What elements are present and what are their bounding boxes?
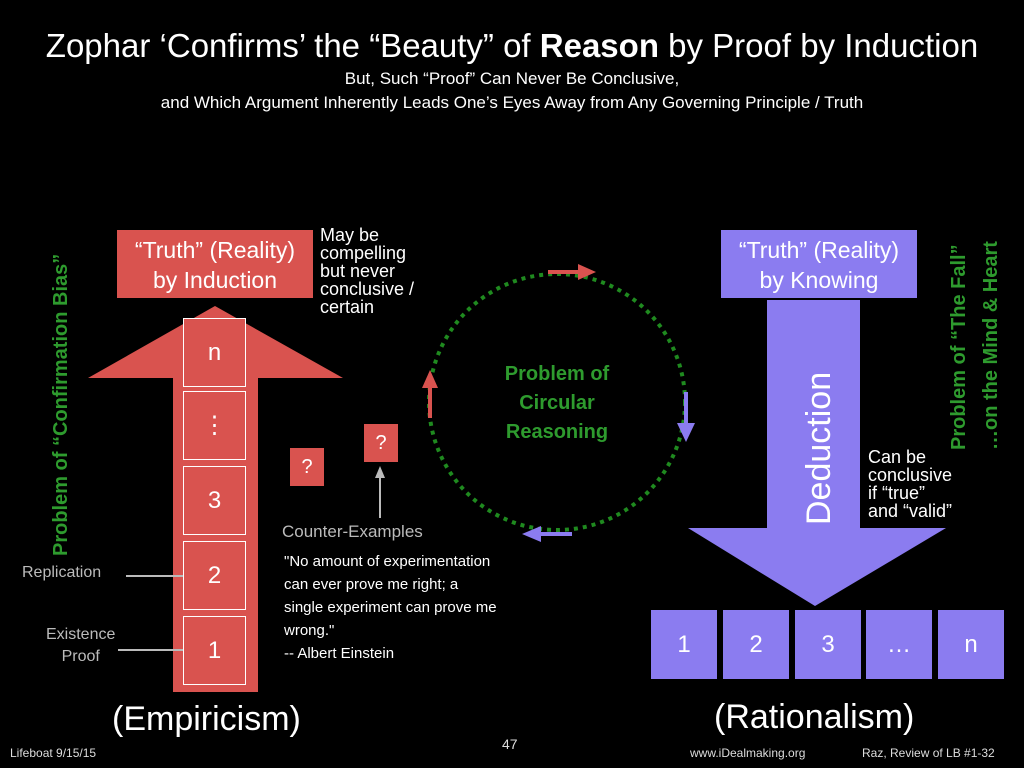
- confirmation-bias-label: Problem of “Confirmation Bias”: [50, 253, 72, 556]
- induction-step: 2: [183, 541, 246, 610]
- title-part-2: by Proof by Induction: [658, 27, 979, 64]
- induction-note-line: but never: [320, 261, 396, 281]
- circle-arrow-right: [677, 423, 695, 442]
- question-box: ?: [290, 448, 324, 486]
- circle-arrow-bottom: [522, 526, 541, 542]
- deduction-label: Deduction: [800, 371, 838, 525]
- knowing-truth-box: “Truth” (Reality) by Knowing: [721, 230, 917, 298]
- existence-label-line: Existence: [46, 626, 116, 643]
- mind-heart-label: …on the Mind & Heart: [980, 241, 1002, 450]
- quote-line: -- Albert Einstein: [284, 645, 395, 662]
- induction-step: ⋮: [183, 391, 246, 460]
- quote-line: "No amount of experimentation: [284, 553, 491, 570]
- counter-example-arrow: [375, 466, 385, 478]
- induction-note: May be compelling but never conclusive /…: [320, 226, 414, 316]
- quote-line: single experiment can prove me: [284, 599, 497, 616]
- question-box: ?: [364, 424, 398, 462]
- footer-right: Raz, Review of LB #1-32: [862, 746, 995, 760]
- deduction-step: 3: [795, 610, 861, 679]
- quote-line: wrong.": [284, 622, 335, 639]
- circular-reasoning-label: Problem of Circular Reasoning: [470, 360, 644, 447]
- induction-note-line: conclusive /: [320, 279, 415, 299]
- existence-proof-label: Existence Proof: [46, 626, 115, 666]
- knowing-box-line-2: by Knowing: [759, 267, 879, 293]
- deduction-note: Can be conclusive if “true” and “valid”: [868, 448, 952, 520]
- circle-label-line: Circular: [519, 392, 595, 414]
- existence-label-line: Proof: [61, 648, 100, 665]
- footer-left: Lifeboat 9/15/15: [10, 746, 97, 760]
- induction-note-line: May be: [320, 225, 380, 245]
- einstein-quote: "No amount of experimentation can ever p…: [284, 550, 497, 665]
- circle-label-line: Problem of: [504, 363, 610, 385]
- deduction-step: n: [938, 610, 1004, 679]
- deduction-step: …: [866, 610, 932, 679]
- induction-step: 1: [183, 616, 246, 685]
- deduction-note-line: conclusive: [868, 465, 953, 485]
- subtitle-line-1: But, Such “Proof” Can Never Be Conclusiv…: [344, 69, 680, 88]
- circle-arrow-left: [422, 370, 438, 388]
- empiricism-label: (Empiricism): [112, 700, 301, 738]
- slide-title: Zophar ‘Confirms’ the “Beauty” of Reason…: [0, 26, 1024, 66]
- deduction-note-line: and “valid”: [868, 501, 953, 521]
- rationalism-label: (Rationalism): [714, 698, 915, 736]
- deduction-arrow: [688, 300, 946, 606]
- the-fall-label: Problem of “The Fall”: [948, 244, 970, 450]
- knowing-box-line-1: “Truth” (Reality): [738, 237, 900, 263]
- induction-box-line-2: by Induction: [152, 267, 278, 293]
- deduction-note-line: if “true”: [868, 483, 926, 503]
- footer-url: www.iDealmaking.org: [690, 746, 806, 760]
- induction-note-line: certain: [320, 297, 375, 317]
- deduction-note-line: Can be: [868, 447, 927, 467]
- induction-step: n: [183, 318, 246, 387]
- quote-line: can ever prove me right; a: [284, 576, 459, 593]
- deduction-step: 1: [651, 610, 717, 679]
- induction-box-line-1: “Truth” (Reality): [134, 237, 296, 263]
- induction-note-line: compelling: [320, 243, 407, 263]
- deduction-step: 2: [723, 610, 789, 679]
- subtitle-line-2: and Which Argument Inherently Leads One’…: [160, 93, 864, 112]
- induction-step: 3: [183, 466, 246, 535]
- page-number: 47: [502, 736, 518, 752]
- title-part-1: Zophar ‘Confirms’ the “Beauty” of: [45, 27, 540, 64]
- circle-label-line: Reasoning: [505, 421, 609, 443]
- induction-truth-box: “Truth” (Reality) by Induction: [117, 230, 313, 298]
- replication-label: Replication: [22, 564, 102, 581]
- title-bold-word: Reason: [539, 27, 659, 64]
- counter-examples-label: Counter-Examples: [282, 522, 423, 541]
- circle-arrow-top: [578, 264, 596, 280]
